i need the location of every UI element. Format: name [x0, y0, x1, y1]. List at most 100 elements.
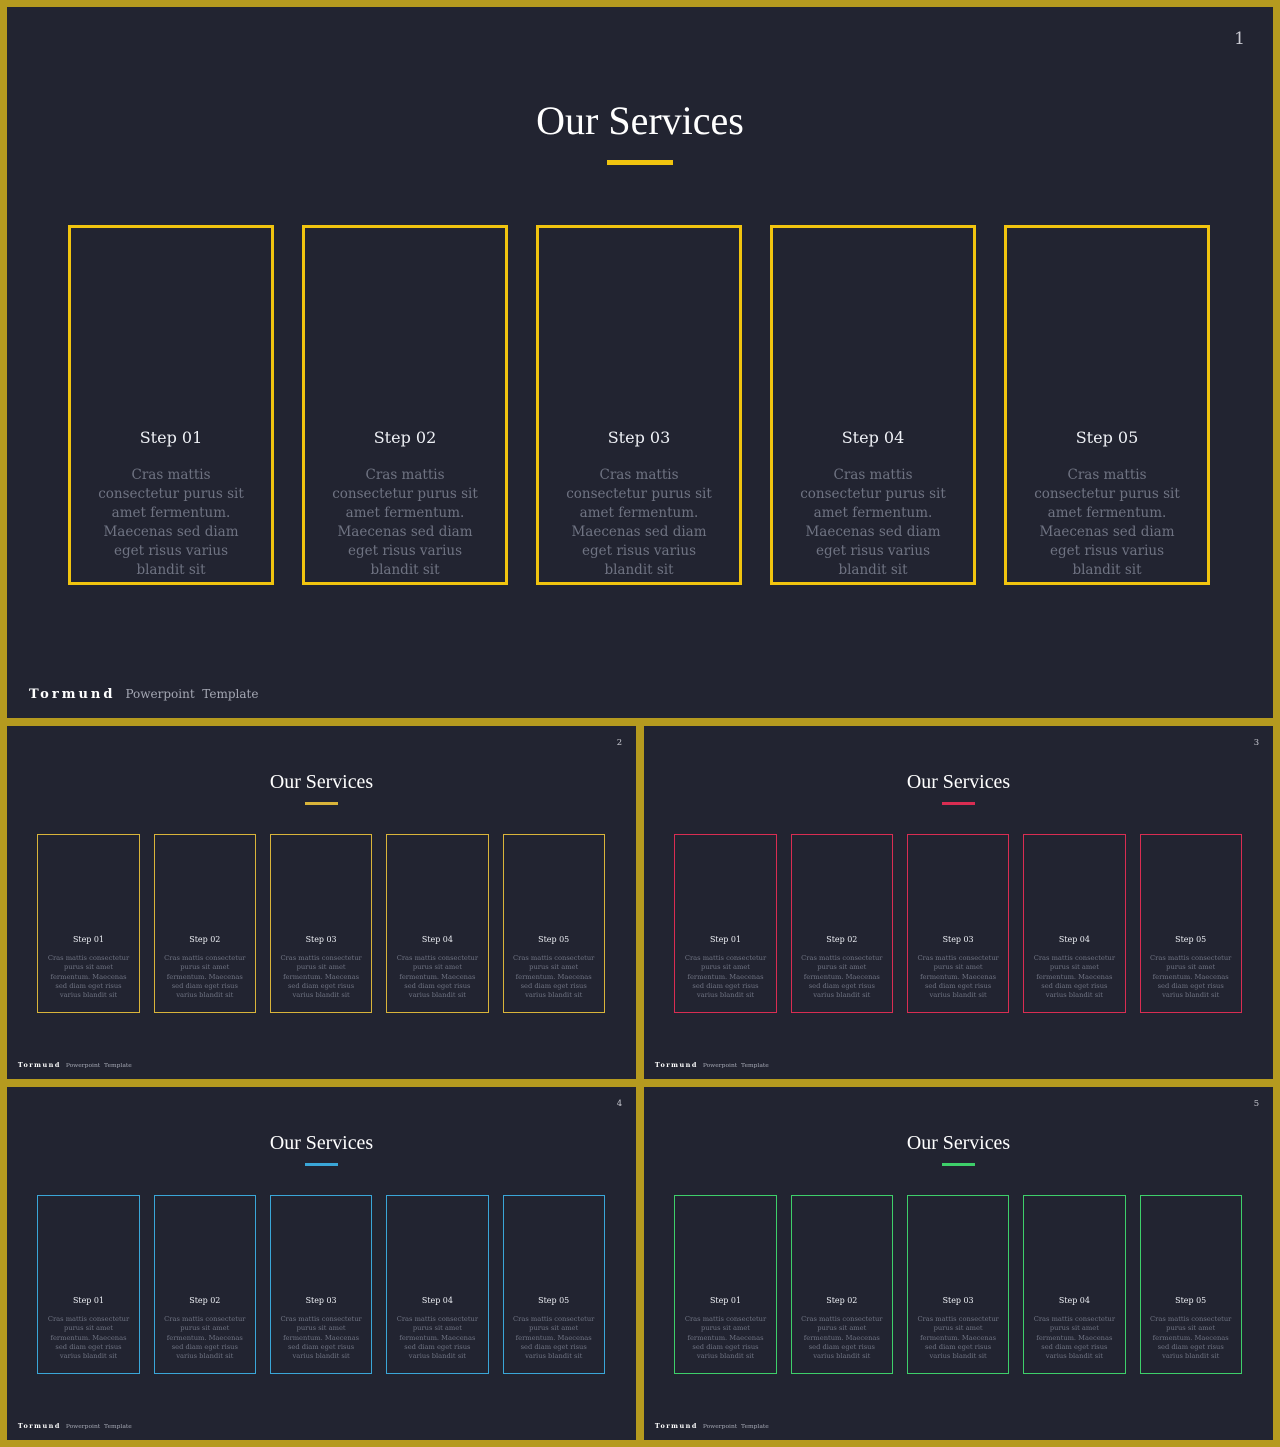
- title-accent-bar: [305, 1163, 338, 1166]
- service-card-3[interactable]: Step 03 Cras mattis consectetur purus sit…: [269, 834, 373, 1014]
- card-title: Step 04: [421, 1295, 453, 1305]
- card-title: Step 03: [607, 428, 671, 447]
- service-card-5[interactable]: Step 05 Cras mattis consectetur purus sit…: [502, 834, 605, 1014]
- card-description: Cras mattis consectetur purus sit amet f…: [684, 953, 767, 1000]
- service-card-3[interactable]: Step 03 Cras mattis consectetur purus sit…: [269, 1195, 373, 1375]
- service-card-5[interactable]: Step 05 Cras mattis consectetur purus sit…: [1139, 1195, 1242, 1375]
- service-card-4[interactable]: Step 04 Cras mattis consectetur purus sit…: [770, 225, 976, 585]
- service-card-2[interactable]: Step 02 Cras mattis consectetur purus sit…: [790, 1195, 893, 1375]
- service-card-3[interactable]: Step 03 Cras mattis consectetur purus sit…: [906, 834, 1010, 1014]
- card-description: Cras mattis consectetur purus sit amet f…: [917, 953, 999, 1000]
- card-title: Step 02: [373, 428, 437, 447]
- slide-title: Our Services: [536, 98, 744, 143]
- service-card-4[interactable]: Step 04 Cras mattis consectetur purus sit…: [1023, 1195, 1126, 1375]
- slide-title: Our Services: [269, 770, 374, 793]
- card-description: Cras mattis consectetur purus sit amet f…: [801, 953, 883, 1000]
- service-card-5[interactable]: Step 05 Cras mattis consectetur purus sit…: [1139, 834, 1242, 1014]
- slide-title: Our Services: [906, 1131, 1011, 1154]
- card-title: Step 03: [305, 934, 337, 944]
- card-title: Step 05: [538, 934, 570, 944]
- card-description: Cras mattis consectetur purus sit amet f…: [513, 953, 595, 1000]
- card-description: Cras mattis consectetur purus sit amet f…: [396, 953, 479, 1000]
- card-description: Cras mattis consectetur purus sit amet f…: [47, 1314, 130, 1361]
- card-description: Cras mattis consectetur purus sit amet f…: [513, 1314, 595, 1361]
- service-card-3[interactable]: Step 03 Cras mattis consectetur purus sit…: [536, 225, 742, 585]
- service-card-4[interactable]: Step 04 Cras mattis consectetur purus sit…: [386, 1195, 489, 1375]
- card-description: Cras mattis consectetur purus sit amet f…: [800, 467, 946, 578]
- card-description: Cras mattis consectetur purus sit amet f…: [47, 953, 130, 1000]
- service-card-1[interactable]: Step 01 Cras mattis consectetur purus sit…: [37, 834, 140, 1014]
- card-title: Step 01: [139, 428, 203, 447]
- service-card-3[interactable]: Step 03 Cras mattis consectetur purus sit…: [906, 1195, 1010, 1375]
- card-title: Step 01: [709, 1295, 742, 1305]
- card-description: Cras mattis consectetur purus sit amet f…: [332, 467, 478, 578]
- title-accent-bar: [607, 160, 673, 165]
- brand-name: Tormund: [17, 1061, 61, 1070]
- card-title: Step 01: [709, 934, 742, 944]
- card-description: Cras mattis consectetur purus sit amet f…: [917, 1314, 999, 1361]
- card-description: Cras mattis consectetur purus sit amet f…: [801, 1314, 883, 1361]
- card-description: Cras mattis consectetur purus sit amet f…: [1150, 1314, 1232, 1361]
- card-title: Step 05: [538, 1295, 570, 1305]
- service-card-4[interactable]: Step 04 Cras mattis consectetur purus sit…: [386, 834, 489, 1014]
- card-title: Step 04: [421, 934, 453, 944]
- card-description: Cras mattis consectetur purus sit amet f…: [566, 467, 712, 578]
- card-title: Step 03: [305, 1295, 337, 1305]
- card-description: Cras mattis consectetur purus sit amet f…: [280, 1314, 362, 1361]
- card-title: Step 02: [826, 1295, 858, 1305]
- card-title: Step 05: [1175, 1295, 1207, 1305]
- card-title: Step 02: [189, 1295, 221, 1305]
- brand-tagline: Powerpoint Template: [125, 687, 259, 701]
- service-card-5[interactable]: Step 05 Cras mattis consectetur purus sit…: [502, 1195, 605, 1375]
- slide-number: 3: [1253, 736, 1260, 747]
- brand-name: Tormund: [654, 1422, 698, 1431]
- card-description: Cras mattis consectetur purus sit amet f…: [164, 953, 246, 1000]
- card-title: Step 03: [942, 934, 974, 944]
- brand-tagline: Powerpoint Template: [702, 1062, 769, 1070]
- card-title: Step 04: [1058, 934, 1090, 944]
- card-description: Cras mattis consectetur purus sit amet f…: [1033, 953, 1116, 1000]
- slide-title: Our Services: [269, 1131, 374, 1154]
- card-title: Step 05: [1075, 428, 1139, 447]
- brand-name: Tormund: [654, 1061, 698, 1070]
- card-title: Step 01: [72, 1295, 105, 1305]
- slide-number: 5: [1253, 1097, 1260, 1108]
- card-title: Step 01: [72, 934, 105, 944]
- brand-tagline: Powerpoint Template: [65, 1062, 132, 1070]
- card-title: Step 02: [826, 934, 858, 944]
- slide-footer: Tormund Powerpoint Template: [655, 1413, 769, 1432]
- service-card-2[interactable]: Step 02 Cras mattis consectetur purus sit…: [302, 225, 508, 585]
- service-card-1[interactable]: Step 01 Cras mattis consectetur purus sit…: [37, 1195, 140, 1375]
- card-description: Cras mattis consectetur purus sit amet f…: [1033, 1314, 1116, 1361]
- service-card-2[interactable]: Step 02 Cras mattis consectetur purus sit…: [790, 834, 893, 1014]
- card-description: Cras mattis consectetur purus sit amet f…: [98, 467, 244, 578]
- brand-tagline: Powerpoint Template: [702, 1423, 769, 1431]
- title-accent-bar: [942, 802, 975, 805]
- card-title: Step 03: [942, 1295, 974, 1305]
- slide-title: Our Services: [906, 770, 1011, 793]
- card-title: Step 04: [1058, 1295, 1090, 1305]
- service-card-1[interactable]: Step 01 Cras mattis consectetur purus sit…: [674, 1195, 777, 1375]
- card-description: Cras mattis consectetur purus sit amet f…: [1034, 467, 1180, 578]
- slide-number: 2: [616, 736, 623, 747]
- card-description: Cras mattis consectetur purus sit amet f…: [684, 1314, 767, 1361]
- service-card-5[interactable]: Step 05 Cras mattis consectetur purus sit…: [1004, 225, 1210, 585]
- card-description: Cras mattis consectetur purus sit amet f…: [280, 953, 362, 1000]
- title-accent-bar: [305, 802, 338, 805]
- service-card-1[interactable]: Step 01 Cras mattis consectetur purus sit…: [68, 225, 274, 585]
- card-title: Step 04: [841, 428, 905, 447]
- service-card-4[interactable]: Step 04 Cras mattis consectetur purus sit…: [1023, 834, 1126, 1014]
- card-title: Step 05: [1175, 934, 1207, 944]
- card-description: Cras mattis consectetur purus sit amet f…: [1150, 953, 1232, 1000]
- slide-footer: Tormund Powerpoint Template: [655, 1052, 769, 1071]
- service-card-1[interactable]: Step 01 Cras mattis consectetur purus sit…: [674, 834, 777, 1014]
- card-description: Cras mattis consectetur purus sit amet f…: [396, 1314, 479, 1361]
